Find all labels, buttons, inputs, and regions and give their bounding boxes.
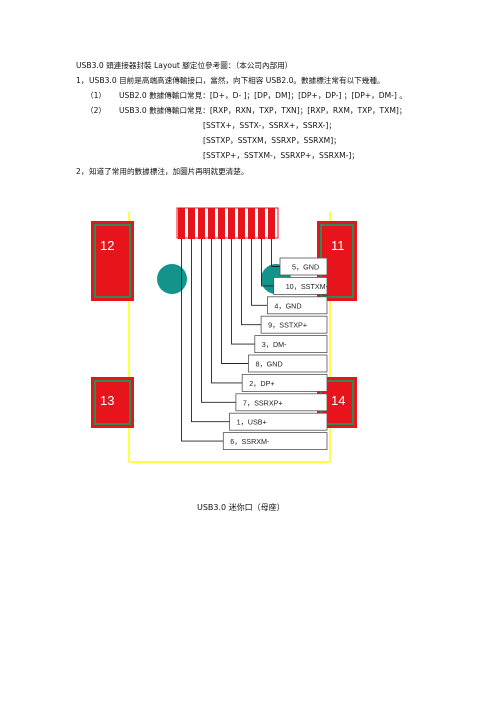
pin-trace (231, 239, 255, 345)
item1-number: 1， (76, 76, 89, 85)
pin-finger (208, 208, 215, 239)
diagram-caption: USB3.0 迷你口（母座） (197, 503, 285, 512)
pin-fingers (178, 208, 275, 239)
pin-trace (211, 239, 243, 384)
pin-trace (201, 239, 236, 403)
pin-label-box: 8，GND (248, 354, 328, 373)
pin-label-text: 1，USB+ (237, 418, 267, 427)
pin-finger (248, 208, 255, 239)
item1-sub1-text: USB2.0 數據傳輸口常見：[D+，D- ]；[DP，DM]；[DP+，DP-… (119, 91, 407, 100)
item1-sub1-number: （1） (86, 91, 107, 100)
pin-trace (251, 239, 268, 306)
pin-label-text: 10，SSTXM- (286, 282, 329, 291)
pin-label-box: 1，USB+ (229, 412, 328, 431)
item1-sub2-number: （2） (86, 106, 107, 115)
pad-12-label: 12 (100, 238, 114, 253)
pin-trace (181, 239, 224, 442)
pin-trace (221, 239, 249, 364)
pin-finger (268, 208, 275, 239)
pin-finger (198, 208, 205, 239)
pin-finger (238, 208, 245, 239)
pin-label-box: 4，GND (266, 296, 328, 315)
pin-label-text: 3，DM- (262, 340, 287, 349)
pin-label-text: 8，GND (256, 360, 283, 369)
pin-trace (241, 239, 262, 326)
pin-label-box: 10，SSTXM- (273, 276, 329, 295)
pin-label-text: 2，DP+ (249, 379, 274, 388)
item2-number: 2， (76, 167, 89, 176)
item1-sub2-cont1: [SSTX+，SSTX-，SSRX+，SSRX-]； (203, 121, 336, 130)
pin-finger (218, 208, 225, 239)
item1-sub2-text: USB3.0 數據傳輸口常見：[RXP，RXN，TXP，TXN]；[RXP，RX… (119, 106, 407, 115)
pin-trace (261, 239, 274, 287)
pin-labels: 5，GND 10，SSTXM- 4，GND 9，SSTXP+ 3，DM- 8，GND 2，D… (222, 257, 329, 451)
pin-label-text: 9，SSTXP+ (268, 321, 307, 330)
pin-finger (258, 208, 265, 239)
doc-title: USB3.0 頭連接器封裝 Layout 腳定位參考圖：（本公司內部用） (76, 61, 293, 70)
pin-finger (178, 208, 185, 239)
item1-text: USB3.0 目前是高端高速傳輸接口，當然，向下相容 USB2.0。數據標注常有… (89, 76, 385, 85)
pin-label-text: 5，GND (292, 263, 319, 272)
pin-label-box: 3，DM- (254, 335, 328, 354)
pin-label-box: 5，GND (279, 257, 328, 276)
pad-13: 13 (91, 377, 134, 428)
pin-label-box: 2，DP+ (241, 373, 328, 392)
pin-trace (191, 239, 230, 423)
pad-13-label: 13 (100, 393, 114, 408)
pin-finger (188, 208, 195, 239)
pin-label-box: 9，SSTXP+ (260, 315, 328, 334)
item1-sub2-cont2: [SSTXP，SSTXM，SSRXP，SSRXM]； (203, 136, 341, 145)
pin-label-text: 7，SSRXP+ (243, 398, 283, 407)
item1-sub2-cont3: [SSTXP+，SSTXM-，SSRXP+，SSRXM-]； (203, 151, 359, 160)
pin-finger (228, 208, 235, 239)
pin-label-text: 6，SSRXM- (230, 437, 270, 446)
pin-traces (181, 239, 280, 442)
pad-14-label: 14 (331, 393, 345, 408)
pin-label-text: 4，GND (274, 301, 301, 310)
pin-label-box: 6，SSRXM- (222, 432, 328, 451)
pin-trace (271, 239, 280, 267)
pin-strip-outline (176, 207, 279, 239)
pin-label-box: 7，SSRXP+ (235, 393, 328, 412)
pad-12: 12 (91, 221, 134, 301)
pad-11-label: 11 (331, 238, 345, 253)
item2-text: 知道了常用的數據標注，加圖片再明就更清楚。 (89, 167, 249, 176)
locating-hole-left (157, 264, 187, 294)
